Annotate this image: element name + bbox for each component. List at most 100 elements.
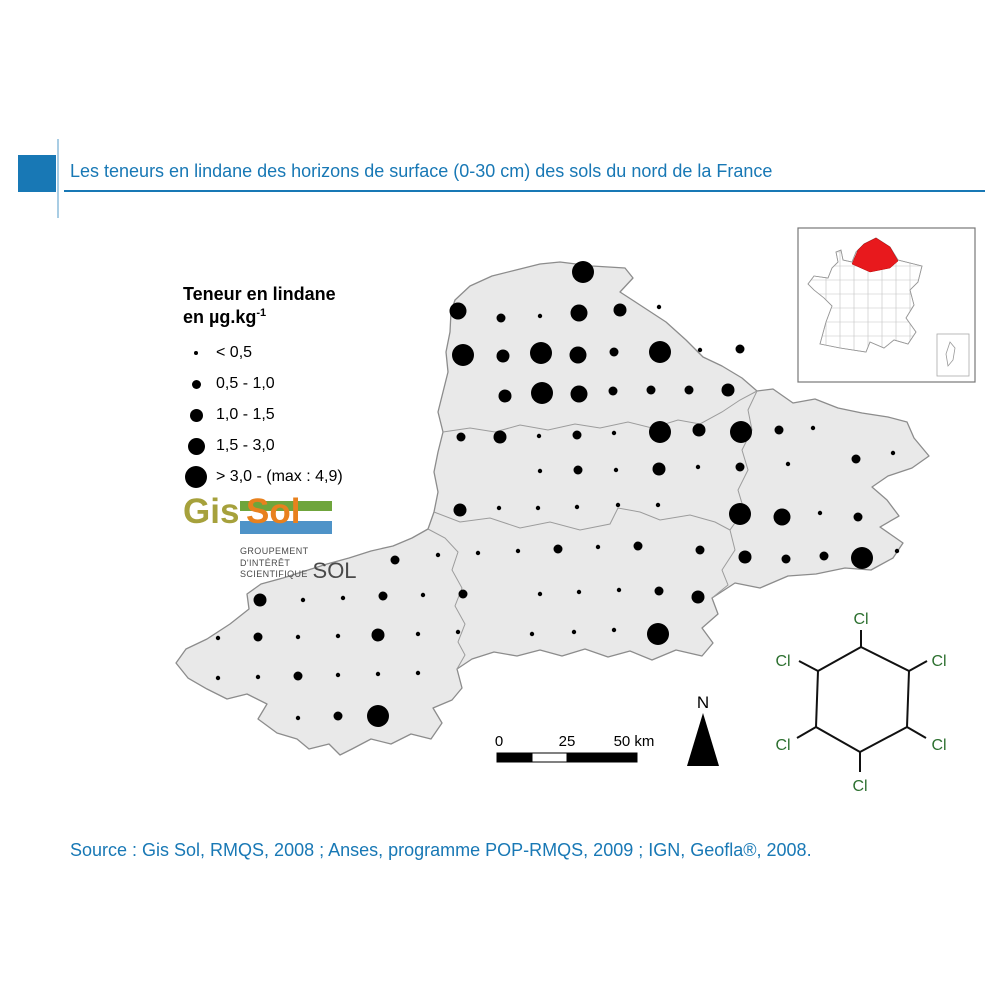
legend-item: 0,5 - 1,0 <box>183 372 343 396</box>
sample-dot <box>894 548 900 554</box>
logo-sol-small-text: SOL <box>312 558 357 584</box>
sample-dot <box>293 671 303 681</box>
gissol-logo-wordmark: Gis Sol <box>183 492 343 540</box>
sample-dot <box>652 462 666 476</box>
sample-dot <box>595 544 601 550</box>
logo-line-dinteret: D'INTÉRÊT <box>240 557 291 568</box>
sample-dot <box>333 711 343 721</box>
sample-dot <box>496 313 506 323</box>
sample-dot <box>649 341 671 363</box>
header-vertical-line <box>57 139 59 218</box>
sample-dot <box>340 595 346 601</box>
sample-dot <box>537 591 543 597</box>
sample-dot <box>785 461 791 467</box>
corsica <box>945 341 956 367</box>
lindane-molecule: Cl Cl Cl Cl Cl Cl <box>775 611 946 795</box>
sample-dot <box>375 671 381 677</box>
sample-dot <box>453 503 467 517</box>
legend-item: > 3,0 - (max : 4,9) <box>183 465 343 489</box>
sample-dot <box>367 705 389 727</box>
sample-dot <box>335 633 341 639</box>
sample-dot <box>458 589 468 599</box>
legend-title-line1: Teneur en lindane <box>183 284 336 304</box>
inset-map <box>797 227 976 383</box>
region-boundary-middle <box>433 507 731 531</box>
sample-dot <box>613 303 627 317</box>
legend-dot <box>187 437 205 455</box>
logo-line-scientifique: SCIENTIFIQUE <box>240 569 308 580</box>
sample-dot <box>729 503 751 525</box>
cl-bond <box>906 726 927 739</box>
sample-dot <box>572 261 594 283</box>
sample-dot <box>810 425 816 431</box>
cl-bond <box>796 726 817 739</box>
sample-dot <box>253 632 263 642</box>
sample-dot <box>456 432 466 442</box>
cl-label: Cl <box>775 653 790 670</box>
cl-label: Cl <box>852 778 867 795</box>
main-map <box>175 261 930 756</box>
sample-dot <box>529 631 535 637</box>
logo-line-groupement: GROUPEMENT <box>240 546 309 556</box>
sample-dot <box>435 552 441 558</box>
gissol-logo: Gis Sol GROUPEMENT D'INTÉRÊT SCIENTIFIQU… <box>183 492 357 582</box>
sample-dot <box>655 502 661 508</box>
sample-dot <box>371 628 385 642</box>
logo-green-bar <box>240 501 332 511</box>
legend-items: < 0,5 0,5 - 1,0 1,0 - 1,5 1,5 - 3,0 > 3,… <box>183 341 343 489</box>
sample-dot <box>611 430 617 436</box>
header-rule <box>64 190 985 192</box>
sample-dot <box>449 302 467 320</box>
sample-dot <box>647 623 669 645</box>
corsica-frame <box>936 333 970 377</box>
scale-tick-25: 25 <box>559 733 576 750</box>
legend-dot <box>193 350 199 356</box>
sample-dot <box>695 545 705 555</box>
sample-dot <box>496 505 502 511</box>
legend-item-label: 0,5 - 1,0 <box>216 375 275 392</box>
sample-dot <box>295 634 301 640</box>
sample-dot <box>774 425 784 435</box>
cl-label: Cl <box>853 611 868 628</box>
sample-dot <box>530 342 552 364</box>
sample-dot <box>536 433 542 439</box>
sample-dot <box>781 554 791 564</box>
sample-dot <box>697 347 703 353</box>
source-citation: Source : Gis Sol, RMQS, 2008 ; Anses, pr… <box>70 840 812 860</box>
legend-dot-cell <box>183 466 209 488</box>
sample-dot <box>537 313 543 319</box>
chlorine-labels: Cl Cl Cl Cl Cl Cl <box>775 611 946 795</box>
sample-dot <box>570 304 588 322</box>
legend-dot-cell <box>183 379 209 389</box>
north-arrow-triangle <box>687 713 719 766</box>
legend-dot <box>189 408 203 422</box>
cl-label: Cl <box>931 737 946 754</box>
legend-item: < 0,5 <box>183 341 343 365</box>
sample-dot <box>691 590 705 604</box>
sample-dot <box>571 629 577 635</box>
legend-item-label: 1,5 - 3,0 <box>216 437 275 454</box>
legend-item-label: 1,0 - 1,5 <box>216 406 275 423</box>
sample-dot <box>300 597 306 603</box>
sample-dot <box>695 464 701 470</box>
inset-highlight-region <box>851 237 899 273</box>
sample-dot <box>378 591 388 601</box>
france-outline-stroke <box>807 237 923 353</box>
legend-item-label: < 0,5 <box>216 344 253 361</box>
sample-dot <box>735 462 745 472</box>
sample-dot <box>475 550 481 556</box>
molecule-ring <box>814 645 911 754</box>
sample-dot <box>738 550 752 564</box>
sample-dot <box>851 547 873 569</box>
sample-dot <box>420 592 426 598</box>
logo-blue-bar <box>240 521 332 534</box>
sample-dot <box>537 468 543 474</box>
sample-dot <box>773 508 791 526</box>
scale-segment-black-2 <box>566 752 638 763</box>
region-boundary-west <box>427 528 466 670</box>
sample-dot <box>633 541 643 551</box>
legend-dot-cell <box>183 437 209 455</box>
sample-dot <box>817 510 823 516</box>
legend-title-line2: en µg.kg-1 <box>183 306 267 327</box>
